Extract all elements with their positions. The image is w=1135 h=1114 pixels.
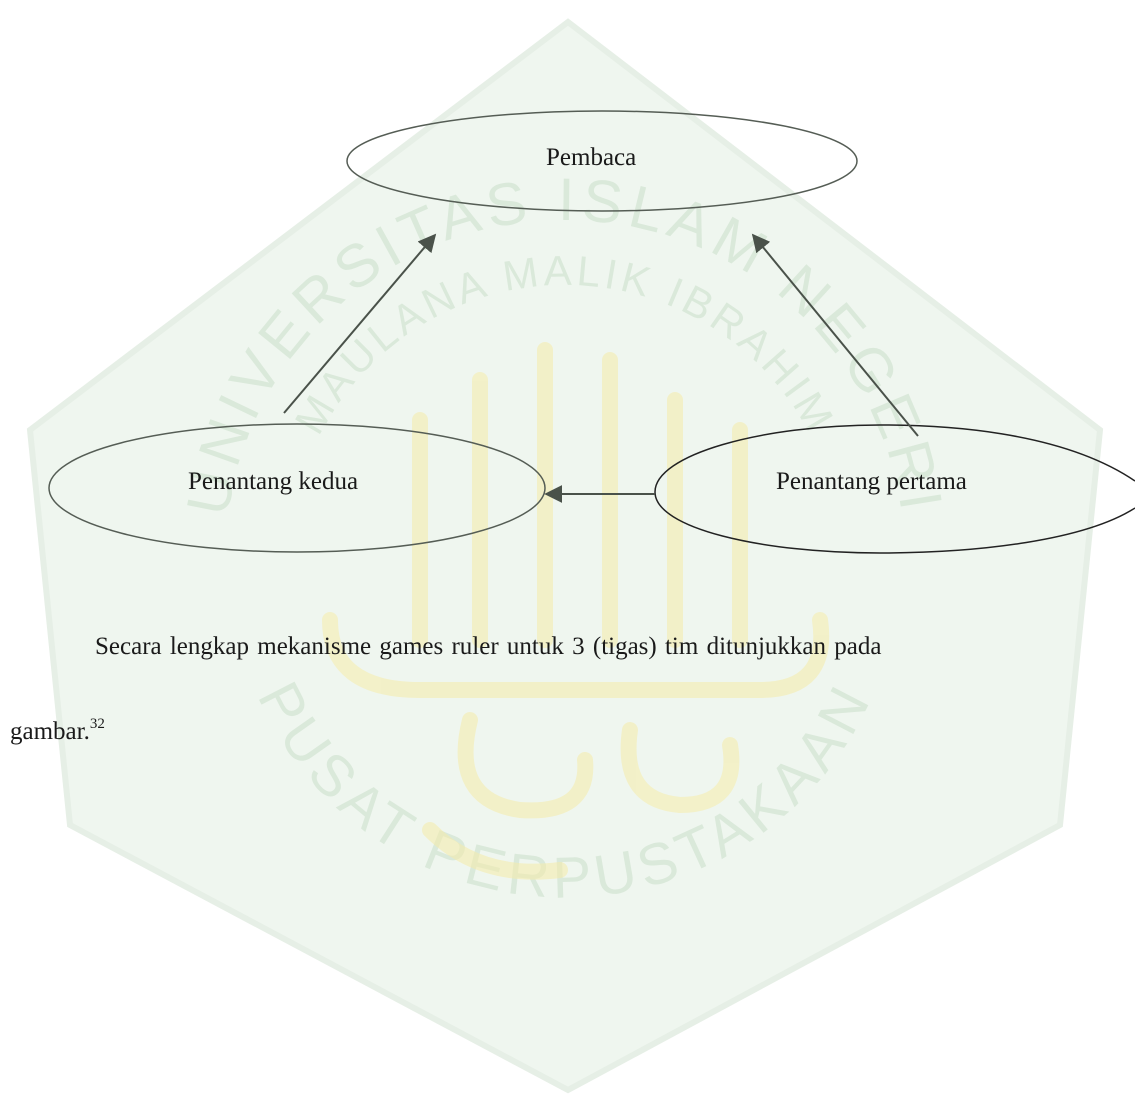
arrow-kedua-to-pembaca (283, 233, 437, 414)
node-label-penantang-pertama: Penantang pertama (776, 468, 967, 495)
arrow-pertama-to-pembaca (751, 233, 919, 437)
paragraph-line-2-text: gambar. (10, 718, 90, 745)
node-label-pembaca: Pembaca (546, 144, 637, 171)
node-penantang-pertama-ellipse (654, 424, 1135, 554)
node-label-penantang-kedua: Penantang kedua (188, 468, 359, 495)
paragraph-line-1: Secara lengkap mekanisme games ruler unt… (95, 633, 882, 660)
node-pembaca-ellipse (346, 110, 858, 212)
footnote-reference[interactable]: 32 (89, 716, 105, 732)
watermark-shield-shape (26, 18, 1104, 1094)
watermark-arabic-calligraphy (322, 342, 830, 880)
paragraph-line-2: gambar.32 (10, 717, 105, 747)
